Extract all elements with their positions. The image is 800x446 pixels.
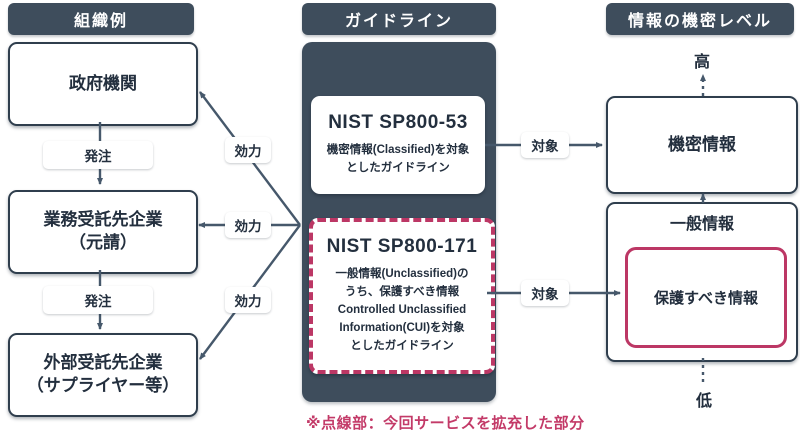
footnote: ※点線部：今回サービスを拡充した部分 xyxy=(306,415,585,432)
target-label-1: 対象 xyxy=(521,132,569,158)
supplier-box: 外部受託先企業 （サプライヤー等） xyxy=(8,333,198,417)
general-info-label: 一般情報 xyxy=(669,216,734,233)
government-box: 政府機関 xyxy=(8,42,198,126)
effect-label-1: 効力 xyxy=(225,137,271,163)
nist-sp800-53-title: NIST SP800-53 xyxy=(328,112,468,134)
classified-info-box: 機密情報 xyxy=(606,96,798,194)
target-label-2: 対象 xyxy=(521,280,569,306)
effect-label-2: 効力 xyxy=(225,212,271,238)
nist-sp800-53-description: 機密情報(Classified)を対象 としたガイドライン xyxy=(326,144,470,174)
low-level-label: 低 xyxy=(696,393,713,410)
protected-info-box: 保護すべき情報 xyxy=(625,247,787,348)
effect-label-3: 効力 xyxy=(225,287,271,313)
nist-sp800-53-box: NIST SP800-53 機密情報(Classified)を対象 としたガイド… xyxy=(311,96,485,194)
nist-sp800-171-title: NIST SP800-171 xyxy=(326,236,478,258)
guideline-column-header: ガイドライン xyxy=(302,3,496,35)
org-column-header: 組織例 xyxy=(8,3,194,35)
order-label-2: 発注 xyxy=(43,286,153,314)
order-label-1: 発注 xyxy=(43,141,153,169)
prime-contractor-box: 業務受託先企業 （元請） xyxy=(8,190,198,274)
level-column-header: 情報の機密レベル xyxy=(606,3,794,35)
nist-sp800-171-description: 一般情報(Unclassified)の うち、保護すべき情報 Controlle… xyxy=(335,268,469,352)
high-level-label: 高 xyxy=(694,54,711,71)
nist-sp800-171-box: NIST SP800-171 一般情報(Unclassified)の うち、保護… xyxy=(309,218,495,374)
